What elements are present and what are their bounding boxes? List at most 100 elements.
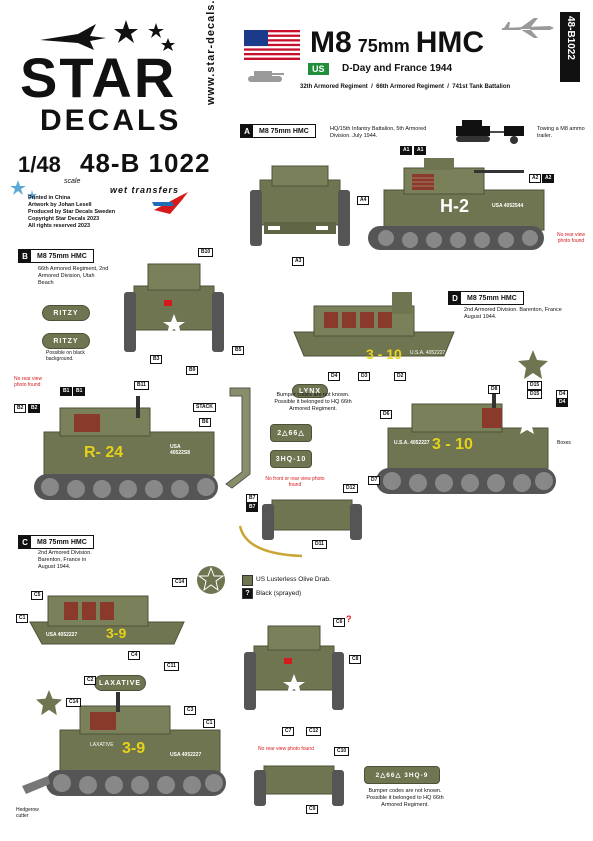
callout-a2a: A2 (529, 174, 542, 183)
callout-a4: A4 (357, 196, 370, 205)
callout-c4: C4 (128, 651, 141, 660)
section-d-marking-top: 3 - 10 (366, 346, 402, 362)
credits: Printed in China Artwork by Johan Lesell… (28, 195, 116, 229)
plane-silhouette-icon (502, 18, 554, 38)
logo-decals: DECALS (40, 104, 182, 137)
section-c-front-view (244, 625, 344, 710)
section-a-tow-note: Towing a M8 ammo trailer. (537, 126, 585, 139)
section-c-desc: 2nd Armored Division. Barenton, France i… (38, 550, 92, 570)
ammo-trailer-icon (456, 120, 524, 144)
callout-b5: B5 (232, 346, 245, 355)
section-b-serial: USA 40522S8 (170, 444, 191, 456)
callout-d15a: D15 (527, 381, 543, 390)
olive-star-icon-c (36, 690, 62, 716)
section-d-bumper-note: Bumper codes are not known. Possible it … (274, 392, 352, 412)
section-c-bumper-code: 2△66△ 3HQ-9 (364, 766, 440, 784)
section-b-marking: R- 24 (84, 444, 124, 461)
callout-c1-top: C1 (16, 614, 29, 623)
yellow-stripe-decal (238, 525, 303, 558)
section-d-boxes-note: Boxes (557, 440, 571, 446)
section-c-side-view (22, 692, 226, 796)
callout-d6: D6 (380, 410, 393, 419)
page-title: M8 75mm HMC (310, 26, 485, 59)
callout-a2b: A2 (542, 174, 555, 183)
section-b-label: B M8 75mm HMC (18, 249, 94, 263)
callout-c7: C7 (282, 727, 295, 736)
section-c-marking-top: 3-9 (106, 625, 127, 641)
subtitle: D-Day and France 1944 (342, 63, 453, 74)
callout-b1b: B1 (73, 387, 86, 396)
section-a-label: A M8 75mm HMC (240, 124, 316, 138)
callout-b3: B3 (150, 355, 163, 364)
callout-d15b: D15 (527, 390, 543, 399)
tank-silhouette-icon (248, 71, 284, 82)
section-d-desc: 2nd Armored Division. Barenton, France A… (464, 307, 562, 320)
section-d-bumper-code-2: 3HQ-10 (270, 450, 312, 468)
us-flag-icon (244, 30, 300, 60)
black-swatch: ? (242, 588, 253, 599)
section-a-serial: USA 4052544 (492, 203, 524, 209)
section-c-bumper-note: Bumper codes are not known. Possible it … (366, 788, 444, 808)
callout-c9: C9 (306, 805, 319, 814)
section-c-label: C M8 75mm HMC (18, 535, 94, 549)
section-b-name-decal-2: RITZY (42, 333, 90, 349)
callout-d12: D12 (343, 484, 359, 493)
units-line: 32th Armored Regiment / 66th Armored Reg… (300, 84, 511, 90)
country-badge: US (308, 63, 329, 75)
red-jet-icon (152, 192, 188, 214)
section-d-serial-top: U.S.A. 4052227 (410, 350, 446, 356)
section-c-top-view (29, 595, 185, 645)
stars-decoration-icon (114, 20, 175, 51)
callout-c5: C5 (31, 591, 44, 600)
section-d-rear-view (262, 499, 362, 540)
c6-question-mark: ? (346, 614, 352, 624)
section-a-no-rear: No rear view photo found (556, 232, 586, 244)
callout-b1a: B1 (60, 387, 73, 396)
jet-silhouette-icon (40, 24, 106, 50)
callout-c14-top: C14 (172, 578, 188, 587)
callout-c6: C6 (333, 618, 346, 627)
product-code: 48-B 1022 (80, 148, 211, 178)
callout-d3: D3 (358, 372, 371, 381)
callout-a1b: A1 (414, 146, 427, 155)
black-label: Black (sprayed) (256, 590, 302, 597)
section-d-label: D M8 75mm HMC (448, 291, 524, 305)
callout-b11: B11 (134, 381, 149, 390)
section-c-serial-top: USA 4052227 (46, 632, 78, 638)
section-c-rear-view (254, 765, 344, 806)
section-c-marking-side: 3-9 (122, 740, 146, 757)
callout-a1a: A1 (400, 146, 413, 155)
callout-d4b: D4 (556, 398, 569, 407)
section-d-no-front: No front or rear view photo found (265, 476, 325, 488)
callout-d7: D7 (368, 476, 381, 485)
section-d-marking-side: 3 - 10 (432, 436, 473, 453)
c-star-decal-icon (197, 566, 225, 594)
callout-d2: D2 (394, 372, 407, 381)
section-c-name-side: LAXATIVE (90, 742, 114, 748)
callout-c11: C11 (164, 662, 179, 671)
exhaust-stack-icon (225, 387, 251, 489)
section-b-stack-label: STACK (193, 403, 216, 412)
callout-b6: B6 (199, 418, 212, 427)
section-b-decal-note: Possible on black background. (46, 350, 85, 362)
callout-a3: A3 (292, 257, 305, 266)
callout-c14-side: C14 (66, 698, 82, 707)
section-c-hedgerow: Hedgerow cutter (16, 807, 39, 819)
stars-blue-icon (10, 180, 37, 200)
section-b-front-view (124, 263, 224, 352)
section-c-name-decal: LAXATIVE (94, 675, 146, 691)
section-b-desc: 66th Armored Regiment, 2nd Armored Divis… (38, 266, 109, 286)
transfer-type: wet transfers (110, 185, 180, 195)
section-d-serial-side: U.S.A. 4052227 (394, 440, 430, 446)
vertical-url: www.star-decals.net (205, 0, 217, 105)
callout-b2b: B2 (28, 404, 41, 413)
section-b-no-rear: No rear view photo found (14, 376, 43, 388)
olive-swatch (242, 575, 253, 586)
scale-label: scale (64, 178, 81, 185)
section-c-serial-side: USA 4052227 (170, 752, 202, 758)
section-d-side-view (376, 392, 556, 494)
vertical-product-code: 48-B1022 (560, 12, 580, 82)
section-b-name-decal-1: RITZY (42, 305, 90, 321)
section-a-desc: HQ/15th Infantry Battalion, 5th Armored … (330, 126, 427, 139)
scale-number: 1/48 (18, 152, 61, 177)
